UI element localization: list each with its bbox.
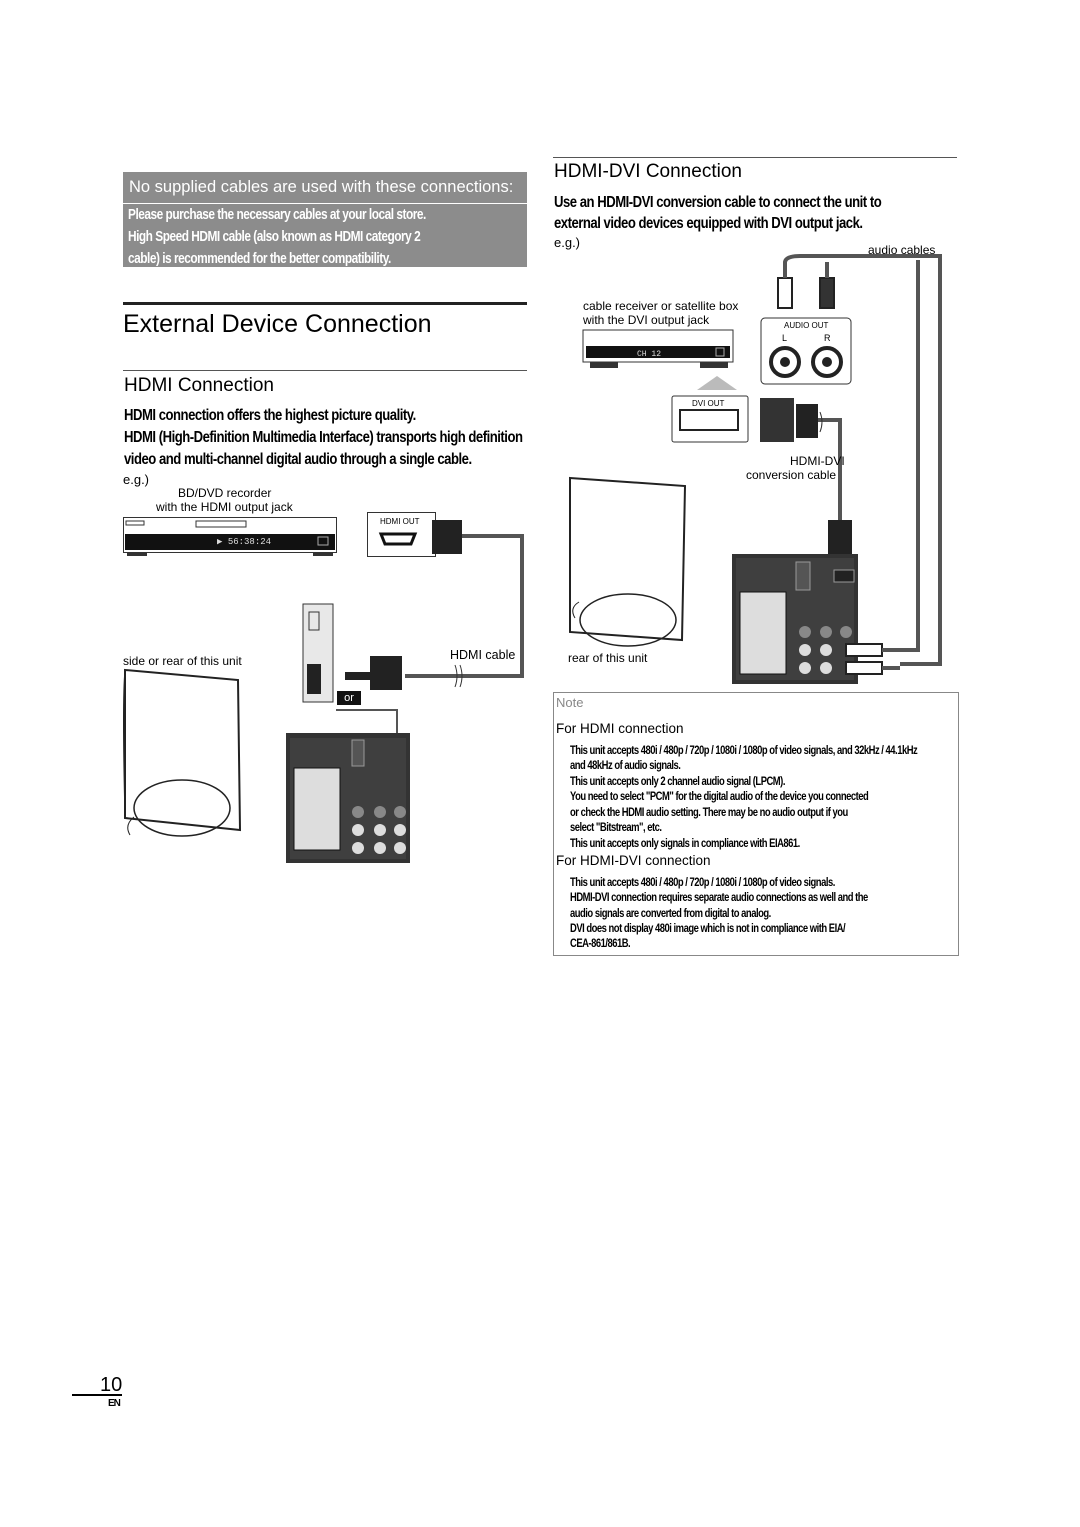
dvi-out-label: DVI OUT — [692, 399, 725, 408]
dvi-device-label-1: cable receiver or satellite box — [583, 299, 739, 313]
hdmi-dvi-eg: e.g.) — [554, 235, 581, 250]
hdmi-heading-rule — [123, 370, 527, 371]
hdmi-out-label: HDMI OUT — [380, 517, 420, 526]
or-badge: or — [337, 691, 361, 705]
dvi-unit-label: rear of this unit — [568, 651, 648, 665]
note-hdmi-item-3: This unit accepts only 2 channel audio s… — [570, 776, 785, 788]
note-dvi-heading: For HDMI-DVI connection — [556, 853, 711, 868]
note-title: Note — [556, 695, 584, 710]
note-dvi-item-3: audio signals are converted from digital… — [570, 908, 771, 920]
note-dvi-item-5: CEA-861/861B. — [570, 938, 631, 950]
note-hdmi-item-4: You need to select "PCM" for the digital… — [570, 791, 869, 803]
note-box: Note For HDMI connection This unit accep… — [553, 692, 959, 956]
note-dvi-item-2: HDMI-DVI connection requires separate au… — [570, 892, 868, 904]
note-hdmi-item-2: and 48kHz of audio signals. — [570, 760, 681, 772]
hdmi-intro-1: HDMI connection offers the highest pictu… — [124, 407, 416, 424]
dvi-display-text: CH 12 — [637, 350, 662, 359]
language-code: EN — [108, 1398, 121, 1409]
hdmi-dvi-intro-1: Use an HDMI-DVI conversion cable to conn… — [554, 194, 882, 211]
hdmi-heading: HDMI Connection — [124, 375, 274, 396]
banner-line-2: High Speed HDMI cable (also known as HDM… — [128, 229, 421, 245]
hdmi-intro-3: video and multi-channel digital audio th… — [124, 451, 472, 468]
hdmi-cable-label: HDMI cable — [450, 648, 516, 662]
note-hdmi-item-7: This unit accepts only signals in compli… — [570, 838, 800, 850]
note-hdmi-item-1: This unit accepts 480i / 480p / 720p / 1… — [570, 745, 918, 757]
audio-cables-label: audio cables — [868, 243, 936, 257]
conversion-label-1: HDMI-DVI — [790, 454, 845, 468]
hdmi-unit-label: side or rear of this unit — [123, 654, 242, 668]
note-hdmi-item-6: select "Bitstream", etc. — [570, 822, 662, 834]
section-title: External Device Connection — [123, 310, 432, 338]
audio-r-label: R — [824, 333, 831, 343]
note-hdmi-heading: For HDMI connection — [556, 721, 684, 736]
note-hdmi-item-5: or check the HDMI audio setting. There m… — [570, 807, 848, 819]
hdmi-intro-2: HDMI (High-Definition Multimedia Interfa… — [124, 429, 523, 446]
bd-recorder-illustration — [123, 517, 337, 556]
hdmi-device-label-1: BD/DVD recorder — [178, 486, 272, 500]
hdmi-dvi-intro-2: external video devices equipped with DVI… — [554, 215, 863, 232]
note-dvi-item-4: DVI does not display 480i image which is… — [570, 923, 846, 935]
bd-display-text: ▶ 56:38:24 — [217, 537, 272, 547]
audio-l-label: L — [782, 333, 788, 343]
footer-rule — [72, 1394, 122, 1396]
hdmi-device-label-2: with the HDMI output jack — [156, 500, 293, 514]
cables-notice-banner: No supplied cables are used with these c… — [123, 172, 527, 267]
hdmi-dvi-heading: HDMI-DVI Connection — [554, 161, 742, 182]
banner-line-3: cable) is recommended for the better com… — [128, 251, 391, 267]
banner-line-1: Please purchase the necessary cables at … — [128, 207, 426, 223]
conversion-label-2: conversion cable — [746, 468, 837, 482]
hdmi-dvi-heading-rule — [553, 157, 957, 158]
note-dvi-item-1: This unit accepts 480i / 480p / 720p / 1… — [570, 877, 835, 889]
hdmi-eg: e.g.) — [123, 472, 150, 487]
dvi-device-label-2: with the DVI output jack — [583, 313, 710, 327]
banner-title: No supplied cables are used with these c… — [129, 178, 514, 196]
page-number: 10 — [100, 1374, 123, 1396]
audio-out-label: AUDIO OUT — [784, 321, 829, 330]
section-rule — [123, 302, 527, 305]
hdmi-out-jack — [367, 512, 436, 557]
